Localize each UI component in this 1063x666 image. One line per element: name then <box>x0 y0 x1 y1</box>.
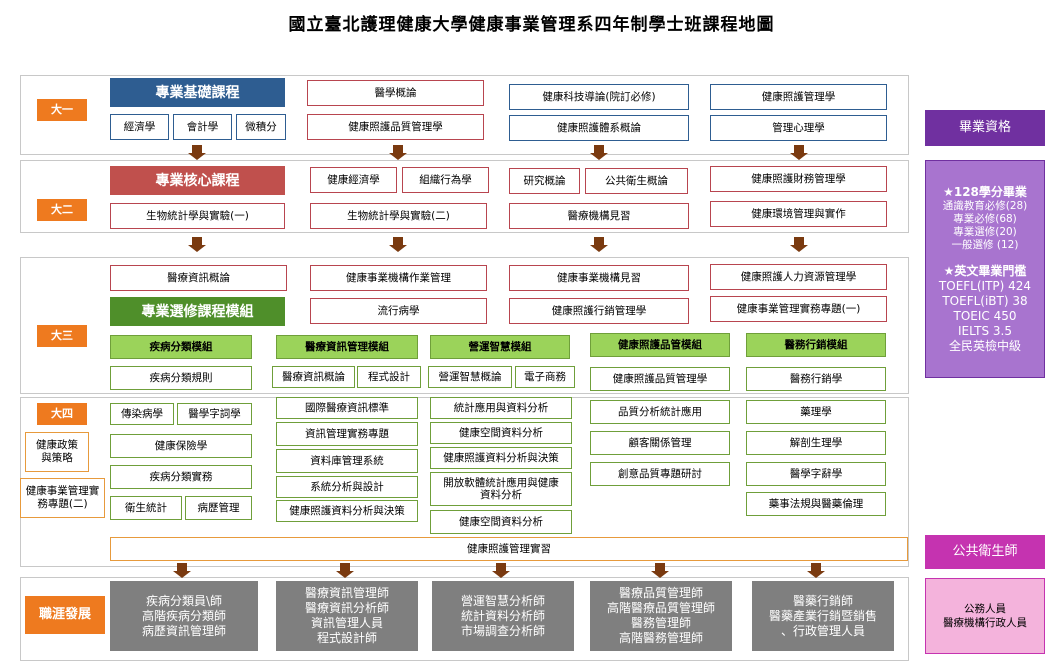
course-env-mgmt: 健康環境管理與實作 <box>710 201 887 227</box>
course-pharmacology: 藥理學 <box>746 400 886 424</box>
course-med-terms: 醫學字詞學 <box>177 403 252 425</box>
course-health-insurance: 健康保險學 <box>110 434 252 458</box>
year-label-1: 大一 <box>37 99 87 121</box>
course-smart-intro: 營運智慧概論 <box>428 366 512 388</box>
course-practice-topic-2: 健康事業管理實務專題(二) <box>20 478 105 518</box>
course-infectious: 傳染病學 <box>110 403 174 425</box>
career-group-quality: 醫療品質管理師 高階醫療品質管理師 醫務管理師 高階醫務管理師 <box>590 581 732 651</box>
graduation-requirements: ★128學分畢業 通識教育必修(28) 專業必修(68) 專業選修(20) 一般… <box>925 160 1045 378</box>
module-smart: 營運智慧模組 <box>430 335 570 359</box>
course-stat-app: 統計應用與資料分析 <box>430 397 572 419</box>
course-health-policy: 健康政策與策略 <box>25 432 89 472</box>
career-heading: 職涯發展 <box>25 596 105 634</box>
course-med-info-intro-2: 醫療資訊概論 <box>272 366 355 388</box>
course-customer-rel: 顧客關係管理 <box>590 431 730 455</box>
course-calculus: 微積分 <box>236 114 286 140</box>
year-label-4: 大四 <box>37 403 87 425</box>
course-quality-stats: 品質分析統計應用 <box>590 400 730 424</box>
course-accounting: 會計學 <box>173 114 232 140</box>
course-intl-standard: 國際醫療資訊標準 <box>276 397 418 419</box>
course-hc-finance: 健康照護財務管理學 <box>710 166 887 192</box>
public-health-roles: 公務人員 醫療機構行政人員 <box>925 578 1045 654</box>
course-practice-topic-1: 健康事業管理實務專題(一) <box>710 296 887 322</box>
course-public-health: 公共衛生概論 <box>585 168 688 194</box>
course-med-marketing: 醫務行銷學 <box>746 367 886 391</box>
course-programming: 程式設計 <box>357 366 421 388</box>
course-ecommerce: 電子商務 <box>515 366 575 388</box>
course-org-behavior: 組織行為學 <box>402 167 489 193</box>
course-tech-intro: 健康科技導論(院訂必修) <box>509 84 689 110</box>
career-group-disease: 疾病分類員\師 高階疾病分類師 病歷資訊管理師 <box>110 581 258 651</box>
course-hc-system: 健康照護體系概論 <box>509 115 689 141</box>
foundation-heading: 專業基礎課程 <box>110 78 285 107</box>
course-hc-marketing: 健康照護行銷管理學 <box>509 298 689 324</box>
career-group-marketing: 醫藥行銷師 醫藥產業行銷暨銷售 、行政管理人員 <box>752 581 894 651</box>
course-innovation: 創意品質專題研討 <box>590 462 730 486</box>
course-medical-intro: 醫學概論 <box>307 80 484 106</box>
module-marketing: 醫務行銷模組 <box>746 333 886 357</box>
course-spatial-1: 健康空間資料分析 <box>430 422 572 444</box>
course-pharm-law: 藥事法規與醫藥倫理 <box>746 492 886 516</box>
course-hc-data-decision: 健康照護資料分析與決策 <box>430 447 572 469</box>
module-disease: 疾病分類模組 <box>110 335 252 359</box>
course-quality-mgmt: 健康照護品質管理學 <box>590 367 730 391</box>
elective-heading: 專業選修課程模組 <box>110 297 285 326</box>
course-ops-mgmt: 健康事業機構作業管理 <box>310 265 487 291</box>
course-org-visit-2: 健康事業機構見習 <box>509 265 689 291</box>
course-medical-records: 病歷管理 <box>185 496 252 520</box>
course-health-stats: 衛生統計 <box>110 496 182 520</box>
course-health-econ: 健康經濟學 <box>310 167 397 193</box>
course-spatial-2: 健康空間資料分析 <box>430 510 572 534</box>
course-disease-practice: 疾病分類實務 <box>110 465 252 489</box>
course-biostat-2: 生物統計學與實驗(二) <box>310 203 487 229</box>
course-open-software: 開放軟體統計應用與健康資料分析 <box>430 472 572 506</box>
course-hc-management: 健康照護管理學 <box>710 84 887 110</box>
graduation-label: 畢業資格 <box>925 110 1045 146</box>
course-disease-rules: 疾病分類規則 <box>110 366 252 390</box>
course-economics: 經濟學 <box>110 114 169 140</box>
year-label-3: 大三 <box>37 325 87 347</box>
course-mgmt-psych: 管理心理學 <box>710 115 887 141</box>
course-hr-mgmt: 健康照護人力資源管理學 <box>710 264 887 290</box>
course-biostat-1: 生物統計學與實驗(一) <box>110 203 285 229</box>
course-db-system: 資料庫管理系統 <box>276 449 418 473</box>
core-heading: 專業核心課程 <box>110 166 285 195</box>
course-sys-analysis: 系統分析與設計 <box>276 476 418 498</box>
year-label-2: 大二 <box>37 199 87 221</box>
course-org-visit: 醫療機構見習 <box>509 203 689 229</box>
page-title: 國立臺北護理健康大學健康事業管理系四年制學士班課程地圖 <box>288 15 775 35</box>
course-internship: 健康照護管理實習 <box>110 537 908 561</box>
course-epidemiology: 流行病學 <box>310 298 487 324</box>
public-health-label: 公共衛生師 <box>925 535 1045 569</box>
module-quality: 健康照護品管模組 <box>590 333 730 357</box>
career-group-smart: 營運智慧分析師 統計資料分析師 市場調查分析師 <box>432 581 574 651</box>
course-data-decision: 健康照護資料分析與決策 <box>276 500 418 522</box>
course-research-intro: 研究概論 <box>509 168 580 194</box>
course-anatomy: 解剖生理學 <box>746 431 886 455</box>
course-hc-quality: 健康照護品質管理學 <box>307 114 484 140</box>
module-info: 醫療資訊管理模組 <box>276 335 418 359</box>
career-group-info: 醫療資訊管理師 醫療資訊分析師 資訊管理人員 程式設計師 <box>276 581 418 651</box>
course-info-topic: 資訊管理實務專題 <box>276 422 418 446</box>
course-med-info-intro: 醫療資訊概論 <box>110 265 287 291</box>
course-med-terms-2: 醫學字辭學 <box>746 462 886 486</box>
